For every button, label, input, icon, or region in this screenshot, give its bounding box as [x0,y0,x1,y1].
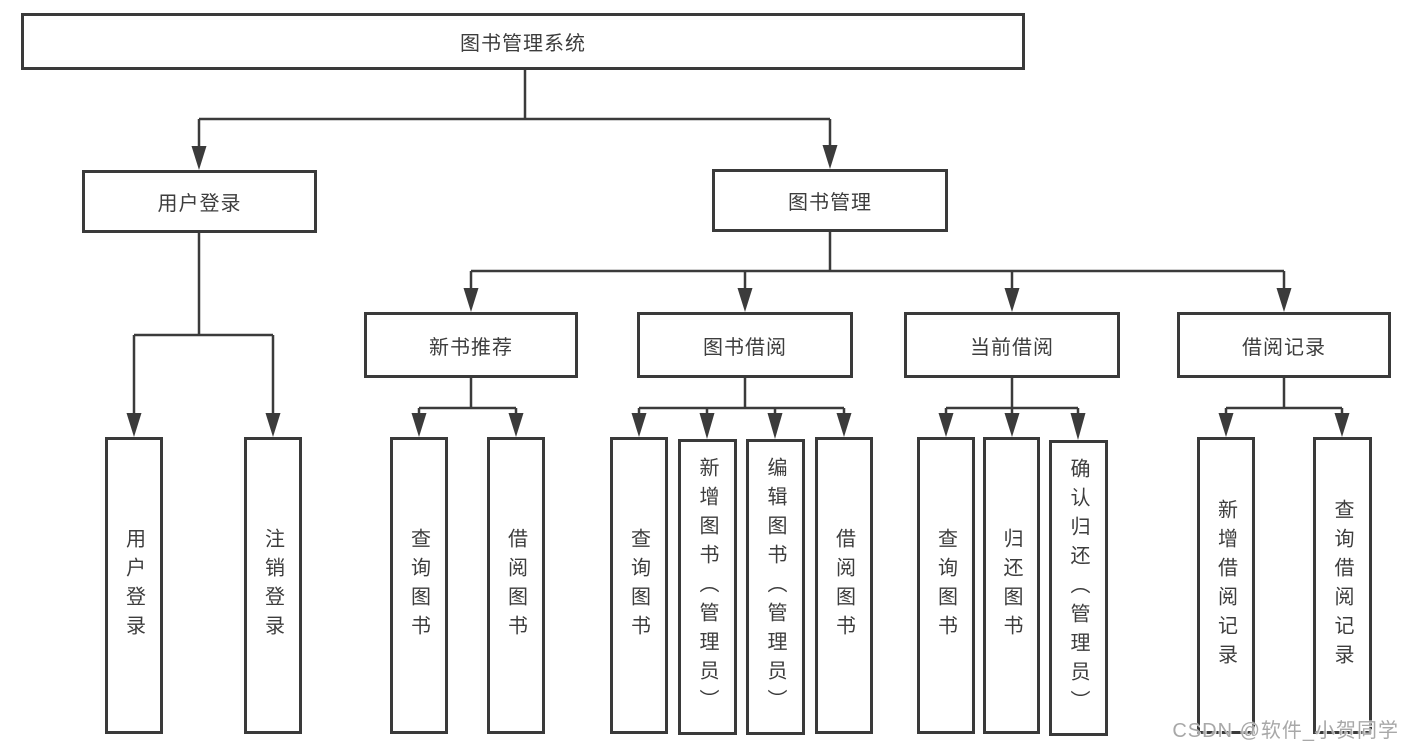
node-leaf-logout: 注销登录 [244,437,302,734]
node-root-system-label: 图书管理系统 [460,33,586,55]
node-nr-borrow-book-label: 借阅图书 [504,527,527,644]
node-book-borrow-label: 图书借阅 [703,336,787,359]
connector-new-book-recommend-to-children [417,378,518,417]
node-nr-query-book: 查询图书 [390,437,448,734]
node-borrow-record-label: 借阅记录 [1242,336,1326,359]
node-root-system: 图书管理系统 [21,13,1025,70]
node-br-add-record: 新增借阅记录 [1197,437,1255,734]
node-user-login: 用户登录 [82,170,317,233]
connector-borrow-record-to-children [1224,378,1344,417]
node-bb-add-book: 新增图书（管理员） [678,439,737,735]
node-nr-borrow-book: 借阅图书 [487,437,545,734]
node-bb-borrow-book: 借阅图书 [815,437,873,734]
node-cb-return-book-label: 归还图书 [1000,527,1022,644]
node-new-book-recommend-label: 新书推荐 [429,336,513,359]
node-br-add-record-label: 新增借阅记录 [1214,498,1237,673]
connector-book-borrow-to-children [637,378,846,417]
node-new-book-recommend: 新书推荐 [364,312,578,378]
node-book-management-label: 图书管理 [788,192,872,214]
csdn-watermark: CSDN @软件_小贺同学 [1172,720,1399,742]
node-br-query-record-label: 查询借阅记录 [1331,498,1353,673]
node-bb-query-book-label: 查询图书 [627,527,650,644]
node-cb-query-book-label: 查询图书 [934,527,957,644]
node-user-login-label: 用户登录 [157,193,242,215]
node-leaf-user-login: 用户登录 [105,437,163,734]
node-current-borrow: 当前借阅 [904,312,1120,378]
node-bb-add-book-label: 新增图书（管理员） [696,456,718,718]
node-book-borrow: 图书借阅 [637,312,853,378]
node-cb-confirm-return: 确认归还（管理员） [1049,440,1108,736]
node-book-management: 图书管理 [712,169,948,232]
node-bb-query-book: 查询图书 [610,437,668,734]
node-borrow-record: 借阅记录 [1177,312,1391,378]
connector-book-management-to-level3 [469,232,1286,292]
node-cb-return-book: 归还图书 [983,437,1040,734]
node-bb-edit-book-label: 编辑图书（管理员） [764,456,786,718]
node-br-query-record: 查询借阅记录 [1313,437,1372,734]
node-leaf-logout-label: 注销登录 [261,527,284,644]
connector-user-login-to-children [132,233,275,417]
node-cb-query-book: 查询图书 [917,437,975,734]
node-nr-query-book-label: 查询图书 [407,527,430,644]
node-bb-edit-book: 编辑图书（管理员） [746,439,805,735]
node-leaf-user-login-label: 用户登录 [122,527,145,644]
connector-root-to-level2 [197,70,832,150]
connector-current-borrow-to-children [944,378,1080,417]
node-current-borrow-label: 当前借阅 [970,336,1054,359]
node-bb-borrow-book-label: 借阅图书 [832,527,855,644]
node-cb-confirm-return-label: 确认归还（管理员） [1067,457,1089,719]
